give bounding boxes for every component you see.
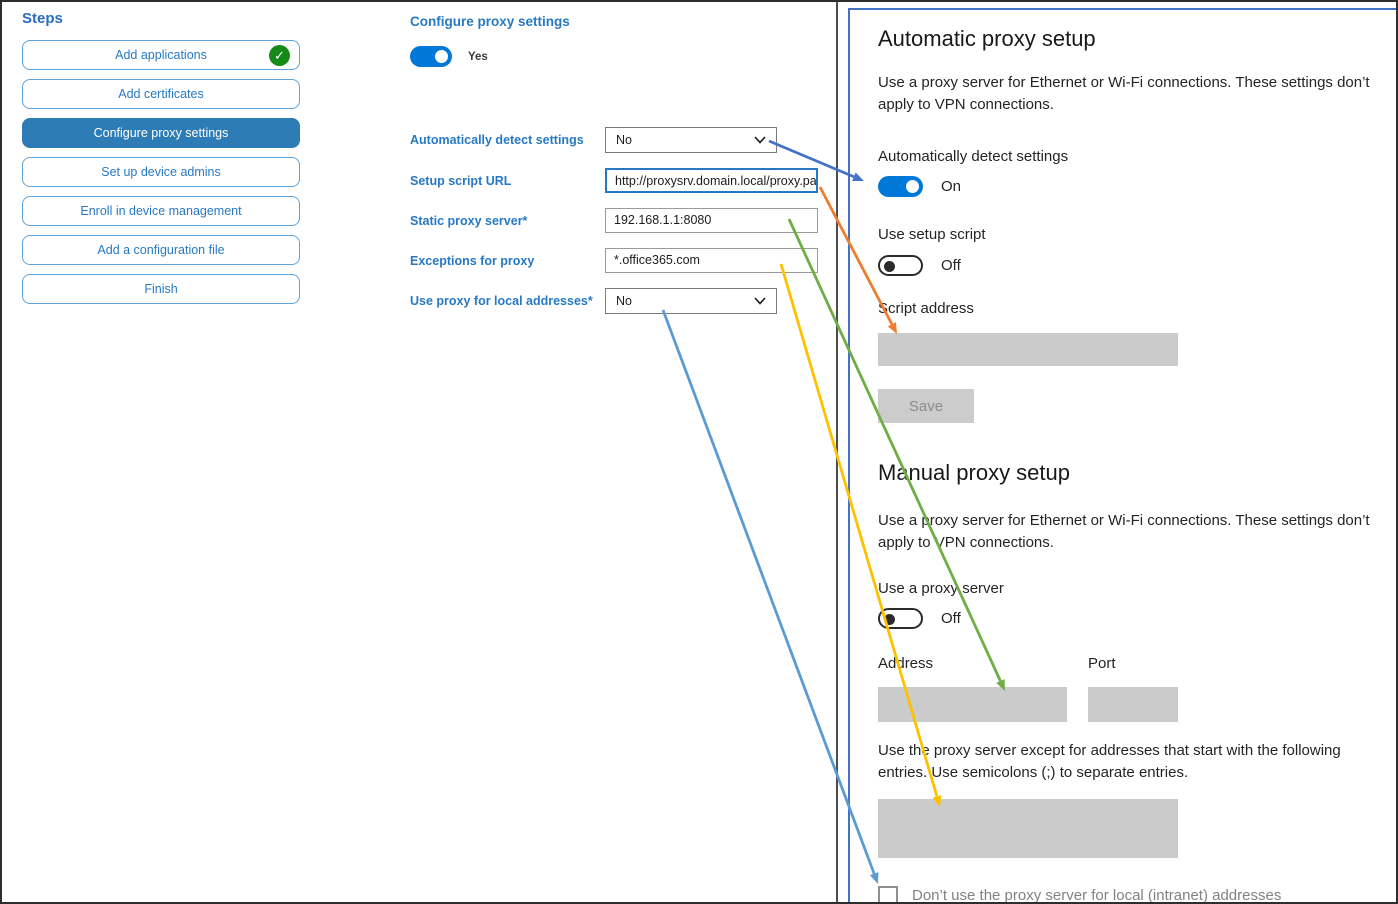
step-finish[interactable]: Finish: [22, 274, 300, 304]
manual-proxy-description: Use a proxy server for Ethernet or Wi-Fi…: [878, 512, 1370, 551]
save-button[interactable]: Save: [878, 389, 974, 423]
toggle-knob: [884, 260, 895, 272]
auto-detect-state: On: [941, 178, 962, 195]
use-proxy-server-state: Off: [941, 610, 961, 627]
local-intranet-checkbox[interactable]: [878, 886, 898, 904]
step-configure-proxy-settings[interactable]: Configure proxy settings: [22, 118, 300, 148]
use-setup-script-state: Off: [941, 257, 961, 274]
static-proxy-label: Static proxy server*: [410, 214, 528, 228]
vertical-divider: [836, 0, 838, 904]
auto-detect-settings-label: Automatically detect settings: [878, 148, 1069, 165]
steps-sidebar: Steps Add applications ✓ Add certificate…: [22, 10, 300, 313]
configure-proxy-toggle[interactable]: [410, 46, 452, 67]
script-address-input[interactable]: [878, 333, 1178, 366]
exceptions-input[interactable]: *.office365.com: [605, 248, 818, 273]
page-title: Configure proxy settings: [410, 14, 570, 29]
step-add-applications[interactable]: Add applications ✓: [22, 40, 300, 70]
setup-script-url-input[interactable]: http://proxysrv.domain.local/proxy.pa: [605, 168, 818, 193]
static-proxy-input[interactable]: 192.168.1.1:8080: [605, 208, 818, 233]
auto-detect-dropdown[interactable]: No: [605, 127, 777, 153]
port-input[interactable]: [1088, 687, 1178, 722]
use-setup-script-toggle[interactable]: [878, 255, 923, 276]
step-add-configuration-file[interactable]: Add a configuration file: [22, 235, 300, 265]
chevron-down-icon: [754, 136, 766, 144]
step-set-up-device-admins[interactable]: Set up device admins: [22, 157, 300, 187]
steps-title: Steps: [22, 10, 63, 27]
toggle-knob: [435, 50, 448, 63]
step-add-certificates[interactable]: Add certificates: [22, 79, 300, 109]
use-proxy-server-toggle[interactable]: [878, 608, 923, 629]
toggle-state-label: Yes: [468, 50, 488, 63]
proxy-exceptions-textarea[interactable]: [878, 799, 1178, 858]
address-input[interactable]: [878, 687, 1067, 722]
use-proxy-server-label: Use a proxy server: [878, 580, 1004, 597]
step-enroll-device-management[interactable]: Enroll in device management: [22, 196, 300, 226]
automatic-proxy-description: Use a proxy server for Ethernet or Wi-Fi…: [878, 74, 1370, 113]
chevron-down-icon: [754, 297, 766, 305]
toggle-knob: [884, 613, 895, 625]
check-icon: ✓: [269, 45, 290, 66]
port-label: Port: [1088, 655, 1116, 672]
auto-detect-toggle[interactable]: [878, 176, 923, 197]
use-setup-script-label: Use setup script: [878, 226, 986, 243]
setup-script-url-label: Setup script URL: [410, 174, 512, 188]
proxy-exceptions-description: Use the proxy server except for addresse…: [878, 742, 1341, 781]
exceptions-label: Exceptions for proxy: [410, 254, 535, 268]
toggle-knob: [906, 180, 919, 193]
windows-proxy-settings-panel: Automatic proxy setup Use a proxy server…: [848, 8, 1398, 904]
auto-detect-label: Automatically detect settings: [410, 133, 584, 147]
script-address-label: Script address: [878, 300, 974, 317]
manual-proxy-heading: Manual proxy setup: [878, 460, 1070, 485]
local-addresses-arrow: [661, 309, 876, 875]
address-label: Address: [878, 655, 934, 672]
automatic-proxy-heading: Automatic proxy setup: [878, 26, 1096, 51]
local-addresses-dropdown[interactable]: No: [605, 288, 777, 314]
local-intranet-checkbox-label: Don’t use the proxy server for local (in…: [912, 887, 1282, 904]
local-addresses-label: Use proxy for local addresses*: [410, 294, 593, 308]
